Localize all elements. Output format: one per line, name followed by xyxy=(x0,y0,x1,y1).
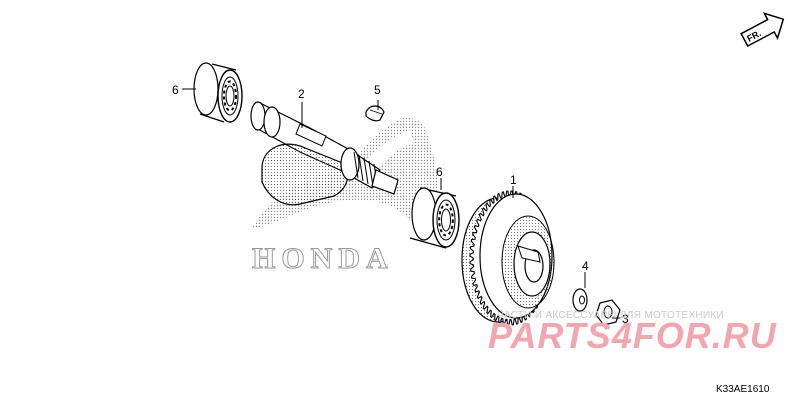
balancer-shaft xyxy=(250,101,399,206)
leader-lines xyxy=(182,88,620,319)
honda-logo-text: HONDA xyxy=(252,242,394,275)
balancer-driven-gear xyxy=(461,190,555,326)
watermark: ЧАСТИ И АКСЕССУАРЫ ДЛЯ МОТОТЕХНИКИ PARTS… xyxy=(488,310,777,356)
washer xyxy=(572,288,588,312)
front-direction-indicator: FR. xyxy=(740,12,785,48)
watermark-subtitle: ЧАСТИ И АКСЕССУАРЫ ДЛЯ МОТОТЕХНИКИ xyxy=(497,310,724,321)
diagram-code: K33AE1610 xyxy=(716,384,770,395)
callout-6-upper: 6 xyxy=(172,83,179,97)
bearing-lower xyxy=(409,187,460,249)
bearing-upper xyxy=(193,62,243,123)
nut xyxy=(595,299,621,326)
callout-6-lower: 6 xyxy=(436,165,443,179)
callout-4: 4 xyxy=(582,259,589,273)
front-arrow-icon: FR. xyxy=(740,12,785,48)
woodruff-key xyxy=(365,105,385,122)
watermark-brand: PARTS4FOR.RU xyxy=(488,315,777,356)
callout-1: 1 xyxy=(510,173,517,187)
callout-3: 3 xyxy=(622,312,629,326)
callouts: 6 2 5 6 1 4 3 xyxy=(172,83,629,326)
callout-2: 2 xyxy=(298,87,305,101)
callout-5: 5 xyxy=(374,83,381,97)
